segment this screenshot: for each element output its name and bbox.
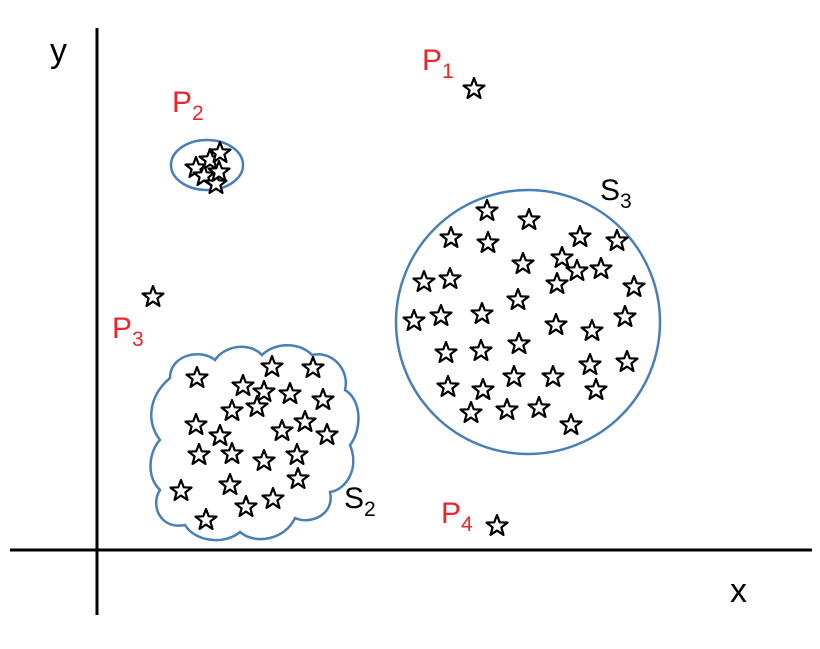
star-icon xyxy=(207,159,231,182)
star-icon xyxy=(589,256,613,279)
set-label-s3: S3 xyxy=(600,174,632,213)
star-icon xyxy=(511,251,535,274)
star-icon xyxy=(220,441,244,464)
star-icon xyxy=(436,374,460,397)
star-icon xyxy=(568,224,592,247)
star-icon xyxy=(485,513,509,536)
star-icon xyxy=(245,394,269,417)
star-icon xyxy=(550,245,574,268)
star-icon xyxy=(475,198,499,221)
star-icon xyxy=(208,423,232,446)
star-icon xyxy=(439,225,463,248)
star-icon xyxy=(469,338,493,361)
star-icon xyxy=(412,269,436,292)
star-icon xyxy=(208,140,232,163)
star-icon xyxy=(285,442,309,465)
x-axis-label: x xyxy=(730,572,747,610)
star-icon xyxy=(434,340,458,363)
point-label-p4: P4 xyxy=(441,497,473,536)
star-icon xyxy=(438,266,462,289)
star-icon xyxy=(507,331,531,354)
star-icon xyxy=(402,308,426,331)
s3-cluster-boundary xyxy=(394,188,662,456)
star-icon xyxy=(218,472,242,495)
star-icon xyxy=(187,442,211,465)
star-icon xyxy=(527,395,551,418)
star-icon xyxy=(278,381,302,404)
star-icon xyxy=(184,412,208,435)
star-icon xyxy=(544,312,568,335)
star-icon xyxy=(270,418,294,441)
star-icon xyxy=(613,304,637,327)
star-icon xyxy=(194,507,218,530)
star-icon xyxy=(584,377,608,400)
star-icon xyxy=(252,448,276,471)
star-icon xyxy=(169,478,193,501)
set-label-s2: S2 xyxy=(344,482,376,521)
point-label-p3: P3 xyxy=(112,312,144,351)
star-icon xyxy=(545,271,569,294)
y-axis-label: y xyxy=(50,32,67,70)
star-icon xyxy=(301,355,325,378)
point-label-p2: P2 xyxy=(172,86,204,125)
s2-cluster-boundary xyxy=(149,344,360,542)
star-icon xyxy=(541,364,565,387)
star-icon xyxy=(260,354,284,377)
star-icon xyxy=(495,397,519,420)
star-icon xyxy=(470,301,494,324)
star-icon xyxy=(578,352,602,375)
star-icon xyxy=(252,379,276,402)
star-icon xyxy=(293,409,317,432)
star-icon xyxy=(615,349,639,372)
star-icon xyxy=(517,207,541,230)
star-icon xyxy=(185,365,209,388)
star-icon xyxy=(220,398,244,421)
star-icon xyxy=(429,303,453,326)
star-icon xyxy=(565,258,589,281)
p2-cluster-boundary xyxy=(169,138,245,192)
star-icon xyxy=(261,486,285,509)
star-icon xyxy=(605,228,629,251)
star-icon xyxy=(234,494,258,517)
star-icon xyxy=(580,318,604,341)
star-icon xyxy=(622,274,646,297)
star-icon xyxy=(471,377,495,400)
star-icon xyxy=(462,76,486,99)
star-icon xyxy=(141,284,165,307)
star-icon xyxy=(559,412,583,435)
star-icon xyxy=(315,422,339,445)
star-icon xyxy=(231,373,255,396)
star-icon xyxy=(311,387,335,410)
data-points xyxy=(141,76,646,536)
star-icon xyxy=(502,364,526,387)
star-icon xyxy=(476,230,500,253)
star-icon xyxy=(459,400,483,423)
star-icon xyxy=(286,466,310,489)
star-icon xyxy=(506,287,530,310)
point-label-p1: P1 xyxy=(422,44,454,83)
